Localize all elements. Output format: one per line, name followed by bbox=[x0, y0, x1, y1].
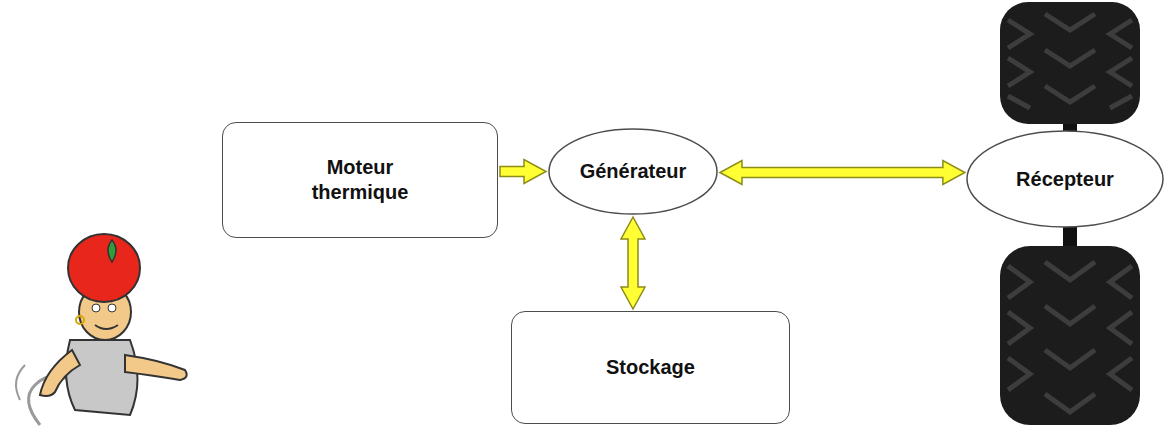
block-arrow bbox=[621, 217, 645, 309]
tire bbox=[1000, 2, 1140, 124]
genie-cartoon bbox=[16, 234, 187, 425]
block-arrow bbox=[720, 161, 965, 185]
block-arrow bbox=[500, 160, 546, 184]
node-label: Moteur thermique bbox=[285, 155, 435, 205]
process-ellipse: Générateur bbox=[548, 128, 718, 215]
node-label: Récepteur bbox=[1016, 167, 1114, 192]
node-label: Générateur bbox=[580, 159, 687, 184]
ellipse-shape bbox=[549, 129, 717, 214]
process-box: Stockage bbox=[511, 311, 790, 424]
process-ellipse: Récepteur bbox=[966, 130, 1164, 228]
ellipse-shape bbox=[967, 131, 1163, 227]
tire bbox=[1000, 246, 1140, 425]
process-box: Moteur thermique bbox=[222, 122, 498, 238]
node-label: Stockage bbox=[606, 355, 695, 380]
